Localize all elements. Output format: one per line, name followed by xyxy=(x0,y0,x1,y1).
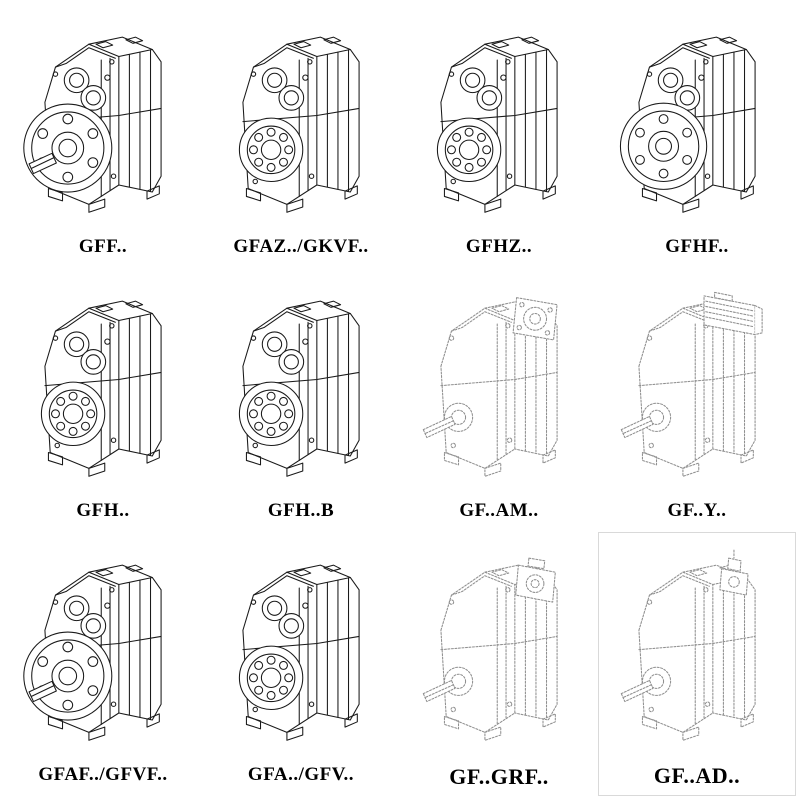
gfaf-gfvf-figure xyxy=(4,532,202,762)
gfaf-gfvf-flange-shaft-gearbox-drawing xyxy=(23,564,162,741)
gf-am-figure xyxy=(400,268,598,498)
catalog-cell-gfhf: GFHF.. xyxy=(598,4,796,268)
gfh-b-figure xyxy=(202,268,400,498)
gf-y-motor-gearbox-drawing xyxy=(620,291,763,477)
gf-y-label: GF..Y.. xyxy=(667,500,727,521)
gfhf-label: GFHF.. xyxy=(665,236,729,257)
gfaz-gkvf-figure xyxy=(202,4,400,234)
catalog-cell-gfa-gfv: GFA../GFV.. xyxy=(202,532,400,796)
gff-label: GFF.. xyxy=(78,236,128,257)
gfh-label: GFH.. xyxy=(76,500,130,521)
gfaz-gkvf-label: GFAZ../GKVF.. xyxy=(233,236,369,257)
gff-flange-shaft-gearbox-drawing xyxy=(23,36,162,213)
catalog-cell-gfh: GFH.. xyxy=(4,268,202,532)
catalog-cell-gfaf-gfvf: GFAF../GFVF.. xyxy=(4,532,202,796)
gf-grf-figure xyxy=(400,532,598,762)
catalog-cell-gfh-b: GFH..B xyxy=(202,268,400,532)
gfa-gfv-figure xyxy=(202,532,400,762)
gfhz-hollow-bore-gearbox-drawing xyxy=(436,36,558,213)
gf-grf-label: GF..GRF.. xyxy=(449,764,549,789)
gf-ad-input-adapter-gearbox-drawing xyxy=(620,549,756,741)
gf-grf-gear-attachment-gearbox-drawing xyxy=(422,557,558,741)
gfhz-figure xyxy=(400,4,598,234)
catalog-cell-gf-ad: GF..AD.. xyxy=(598,532,796,796)
gf-ad-label: GF..AD.. xyxy=(653,763,741,788)
gfh-b-label: GFH..B xyxy=(267,500,335,521)
gfh-figure xyxy=(4,268,202,498)
gfh-b-hollow-bore-gearbox-drawing xyxy=(238,300,360,477)
catalog-cell-gf-grf: GF..GRF.. xyxy=(400,532,598,796)
catalog-cell-gf-am: GF..AM.. xyxy=(400,268,598,532)
gfhz-label: GFHZ.. xyxy=(465,236,533,257)
gfa-gfv-hollow-bore-gearbox-drawing xyxy=(238,564,360,741)
gfhf-figure xyxy=(598,4,796,234)
catalog-cell-gfhz: GFHZ.. xyxy=(400,4,598,268)
gfh-hollow-bore-gearbox-drawing xyxy=(40,300,162,477)
catalog-cell-gfaz-gkvf: GFAZ../GKVF.. xyxy=(202,4,400,268)
catalog-cell-gf-y: GF..Y.. xyxy=(598,268,796,532)
gf-am-label: GF..AM.. xyxy=(459,500,539,521)
gff-figure xyxy=(4,4,202,234)
gfa-gfv-label: GFA../GFV.. xyxy=(247,764,355,785)
gf-am-square-flange-gearbox-drawing xyxy=(422,297,558,477)
gf-ad-figure xyxy=(599,533,795,761)
gf-y-figure xyxy=(598,268,796,498)
catalog-cell-gff: GFF.. xyxy=(4,4,202,268)
gfaf-gfvf-label: GFAF../GFVF.. xyxy=(38,764,168,785)
gfaz-gkvf-hollow-bore-gearbox-drawing xyxy=(238,36,360,213)
gfhf-flange-hollow-bore-gearbox-drawing xyxy=(619,36,756,213)
